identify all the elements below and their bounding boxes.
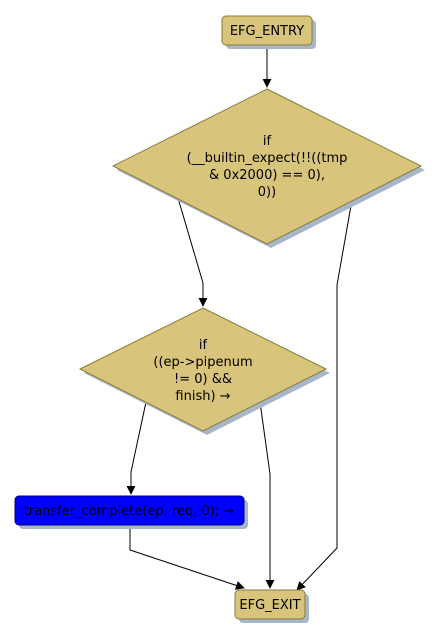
node-cond2-line-3: != 0) && [174,372,232,387]
node-cond2-line-2: ((ep->pipenum [153,355,252,370]
node-exit-label: EFG_EXIT [239,598,300,613]
edge-cond1-to-cond2 [177,197,208,307]
node-entry-box [221,15,313,46]
edges [126,46,353,591]
node-cond2-line-1: if [199,338,208,353]
node-cond2: if ((ep->pipenum != 0) && finish) → [78,307,330,435]
edge-cond2-to-call [126,401,147,495]
node-entry-label: EFG_ENTRY [230,24,304,39]
node-entry: EFG_ENTRY [221,15,316,49]
node-cond1-line-4: 0)) [258,185,276,200]
node-exit-box [234,589,306,620]
node-cond1-diamond [111,88,423,245]
node-cond1-line-1: if [263,134,272,149]
node-cond1: if (__builtin_expect(!!((tmp & 0x2000) =… [111,88,425,248]
node-exit: EFG_EXIT [234,589,309,623]
node-cond2-diamond [78,307,328,432]
edge-cond2-to-exit [259,401,275,589]
node-cond1-line-2: (__builtin_expect(!!((tmp [187,151,348,166]
node-cond1-line-3: & 0x2000) == 0), [209,168,325,183]
edge-cond1-to-exit [296,199,353,591]
node-call-label: transfer_complete(ep, req, 0); → [24,504,235,519]
edge-call-to-exit [129,526,245,590]
node-call-box [14,495,245,526]
node-cond2-line-4: finish) → [175,389,230,404]
node-call: transfer_complete(ep, req, 0); → [14,495,248,529]
